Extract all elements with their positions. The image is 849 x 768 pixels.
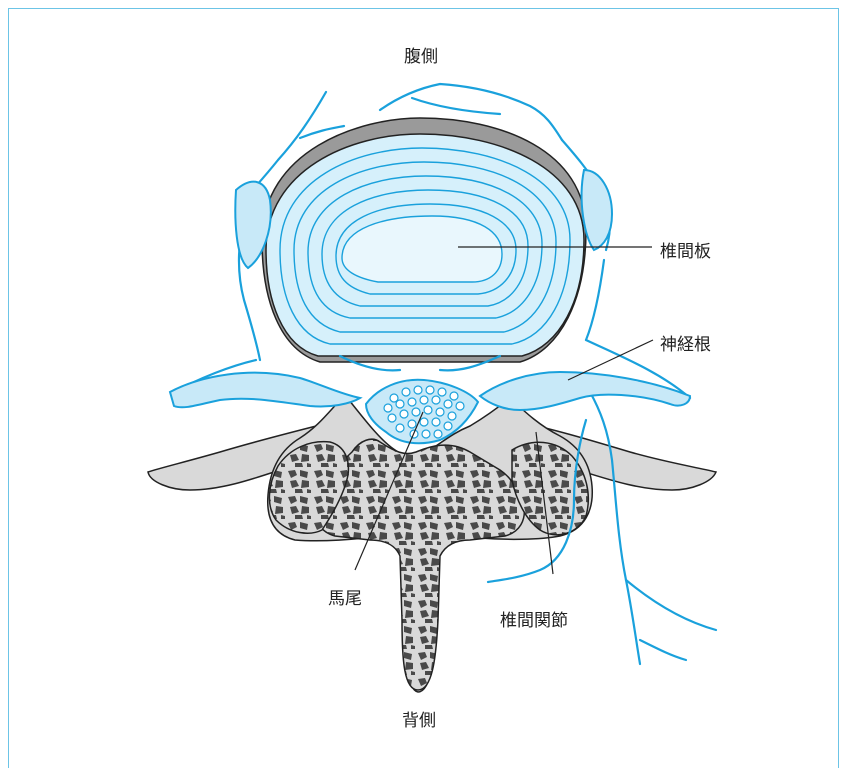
label-facet-joint: 椎間関節 <box>500 606 568 631</box>
label-disc: 椎間板 <box>660 237 711 262</box>
intervertebral-disc <box>262 118 586 362</box>
label-cauda-equina: 馬尾 <box>328 584 362 609</box>
label-dorsal: 背側 <box>402 706 436 731</box>
label-nerve-root: 神経根 <box>660 330 711 355</box>
label-ventral: 腹側 <box>404 42 438 67</box>
